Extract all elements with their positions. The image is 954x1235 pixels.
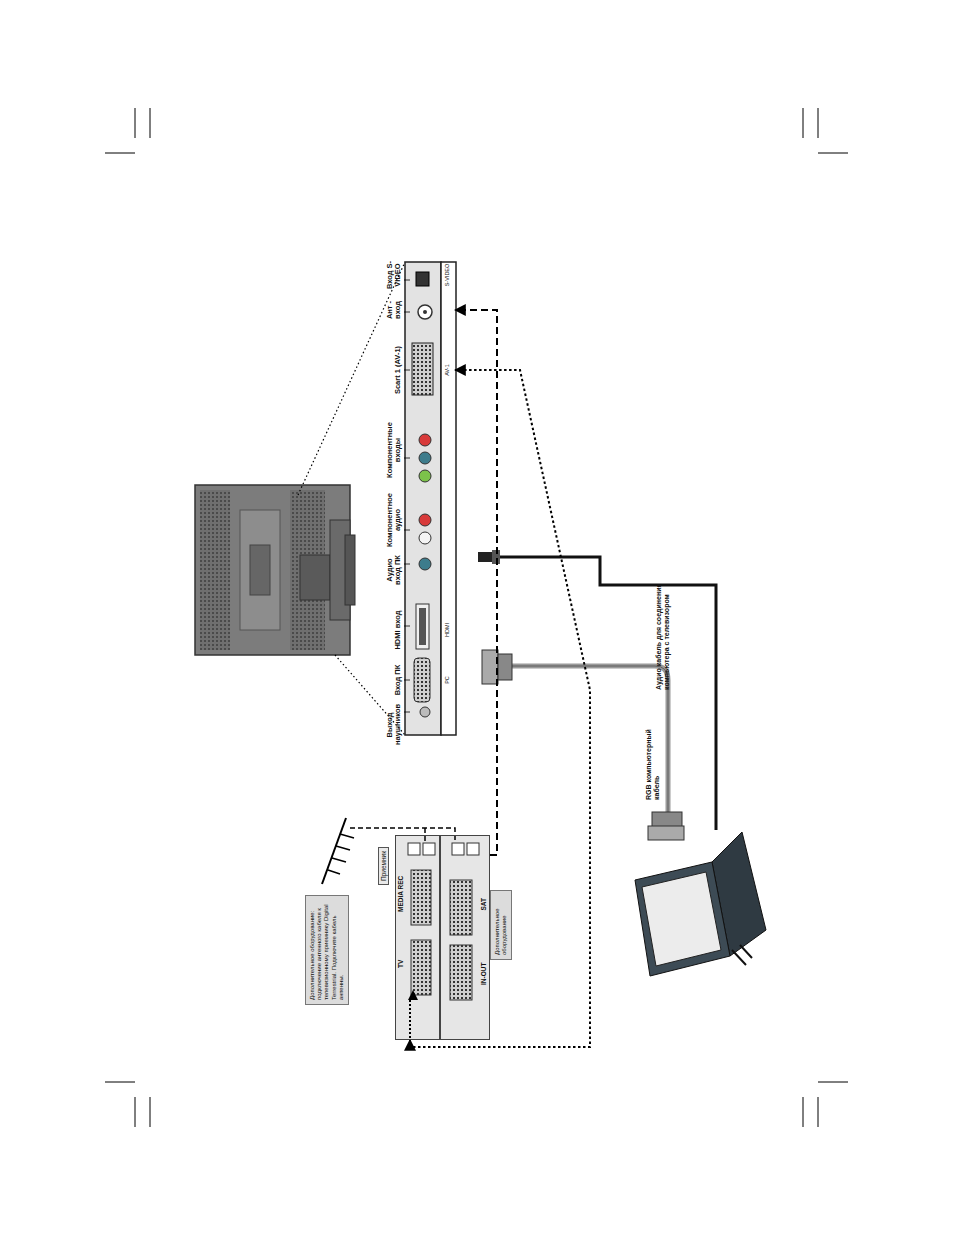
crop-marks	[105, 108, 848, 1127]
node-text: Компонентное аудио	[386, 492, 402, 548]
devices	[395, 835, 490, 1040]
note-box: Дополнительное оборудование	[490, 890, 512, 960]
node-text: TV	[397, 960, 404, 968]
panel-marking: PC	[444, 660, 450, 700]
port-label: Scart 1 (AV-1)	[376, 345, 455, 395]
node-text: SAT	[480, 898, 487, 911]
laptop	[635, 832, 766, 976]
panel-marking: HDMI	[444, 610, 450, 650]
port-label: Компонентные входы	[376, 422, 455, 478]
panel-marking: AV-1	[444, 350, 450, 390]
cable-label: RGB компьютерный кабель	[645, 708, 661, 800]
device-box: TV MEDIA REC	[395, 835, 440, 1040]
connector-panel	[404, 262, 456, 735]
cable-connector	[455, 310, 497, 855]
scart-lead	[409, 1000, 411, 1040]
port-label: Выход наушников	[376, 705, 455, 745]
port-label: HDMI вход	[376, 610, 455, 650]
node-text: Аудио вход ПК	[386, 550, 402, 590]
port-label: Компонентное аудио	[376, 492, 455, 548]
node-text: Дополнительное оборудование: подключение…	[309, 900, 345, 1000]
node-text: IN-OUT	[480, 963, 487, 985]
node-text: Приемник	[380, 851, 387, 881]
node-text: HDMI вход	[394, 610, 402, 650]
audio-cable	[478, 550, 716, 830]
node-text: Scart 1 (AV-1)	[394, 345, 402, 395]
cable-label: Аудио кабель для соединения компьютера с…	[655, 572, 671, 690]
port-label: Вход ПК	[376, 662, 455, 698]
tv-back	[195, 485, 355, 655]
port-label: Ант - вход	[376, 293, 455, 327]
port-label: Аудио вход ПК	[376, 550, 455, 590]
device-box: IN-OUT SAT	[440, 835, 490, 1040]
node-text: Компонентные входы	[386, 422, 402, 478]
node-text: Вход ПК	[394, 662, 402, 698]
rgb-cable	[482, 650, 684, 840]
node-text: Выход наушников	[386, 705, 402, 745]
panel-marking: S-VIDEO	[444, 255, 450, 295]
zoom-leader	[298, 262, 405, 735]
note-box: Дополнительное оборудование: подключение…	[305, 895, 349, 1005]
node-text: Ант - вход	[386, 293, 402, 327]
node-text: MEDIA REC	[397, 876, 404, 912]
cable-connector	[410, 370, 590, 1047]
node-text: Дополнительное оборудование	[494, 895, 508, 955]
antenna	[322, 818, 455, 884]
receiver-tag: Приемник	[378, 847, 389, 885]
port-label: Вход S-VIDEO	[376, 258, 455, 292]
node-text: Вход S-VIDEO	[386, 258, 402, 292]
